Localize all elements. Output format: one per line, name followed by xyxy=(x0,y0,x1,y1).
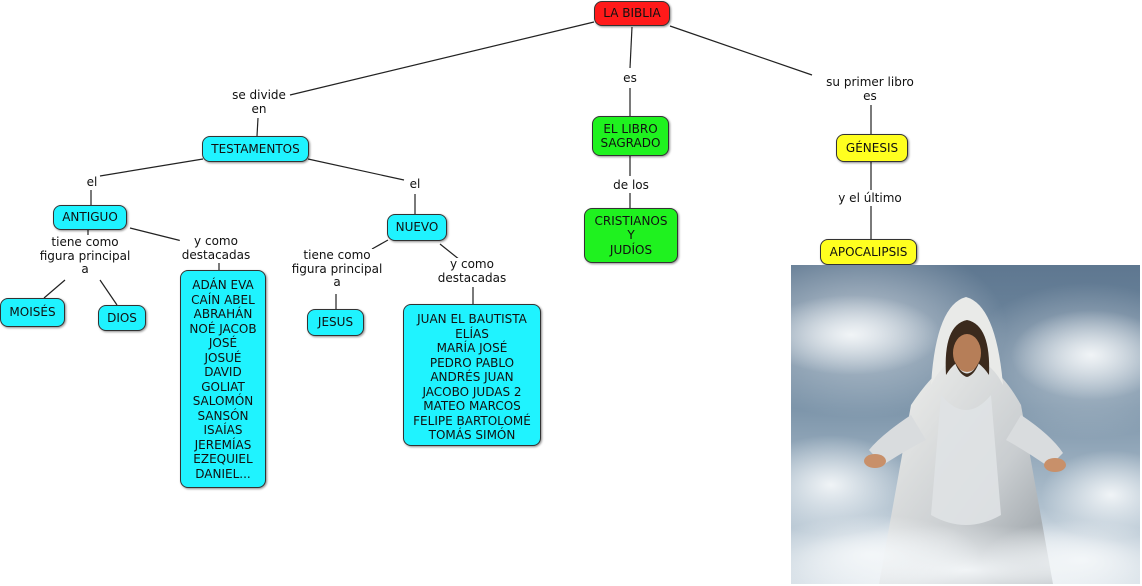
label-figura-antiguo: tiene como figura principal a xyxy=(37,235,133,277)
node-dios[interactable]: DIOS xyxy=(98,305,146,331)
label-destacadas-nuevo: y como destacadas xyxy=(435,257,509,285)
link-testamentos-el-left xyxy=(99,158,204,177)
label-es: es xyxy=(621,71,639,86)
node-antiguo[interactable]: ANTIGUO xyxy=(53,205,127,230)
node-apocalipsis[interactable]: APOCALIPSIS xyxy=(820,239,917,265)
node-cristianos-judios[interactable]: CRISTIANOS Y JUDÍOS xyxy=(584,208,678,263)
label-de-los: de los xyxy=(611,178,651,193)
label-figura-nuevo: tiene como figura principal a xyxy=(289,248,385,290)
label-el-antiguo: el xyxy=(84,175,100,190)
node-antiguo-list[interactable]: ADÁN EVA CAÍN ABEL ABRAHÁN NOÉ JACOB JOS… xyxy=(180,270,266,488)
node-el-libro-sagrado[interactable]: EL LIBRO SAGRADO xyxy=(592,116,669,156)
label-el-nuevo: el xyxy=(407,177,423,192)
node-testamentos[interactable]: TESTAMENTOS xyxy=(202,136,309,162)
node-la-biblia[interactable]: LA BIBLIA xyxy=(594,1,670,26)
jesus-in-clouds-picture xyxy=(791,265,1140,584)
label-se-divide-en: se divide en xyxy=(230,88,288,116)
jesus-figure-icon xyxy=(791,295,1140,584)
label-y-el-ultimo: y el último xyxy=(836,191,904,206)
link-biblia-primerlibro xyxy=(669,25,813,76)
link-biblia-sedivide xyxy=(289,21,595,96)
node-moises[interactable]: MOISÉS xyxy=(0,298,65,327)
node-genesis[interactable]: GÉNESIS xyxy=(836,134,908,162)
link-figura-moises xyxy=(43,279,66,299)
link-figura-dios xyxy=(99,279,118,306)
label-primer-libro: su primer libro es xyxy=(824,75,916,103)
label-destacadas-antiguo: y como destacadas xyxy=(179,234,253,262)
node-jesus[interactable]: JESUS xyxy=(307,309,364,336)
link-sedivide-testamentos xyxy=(256,117,259,137)
link-nuevo-figura xyxy=(371,239,389,250)
link-testamentos-el-right xyxy=(307,158,405,181)
node-nuevo[interactable]: NUEVO xyxy=(387,214,447,241)
link-nuevo-destacadas xyxy=(439,243,461,261)
node-nuevo-list[interactable]: JUAN EL BAUTISTA ELÍAS MARÍA JOSÉ PEDRO … xyxy=(403,304,541,446)
link-biblia-es xyxy=(629,26,633,69)
